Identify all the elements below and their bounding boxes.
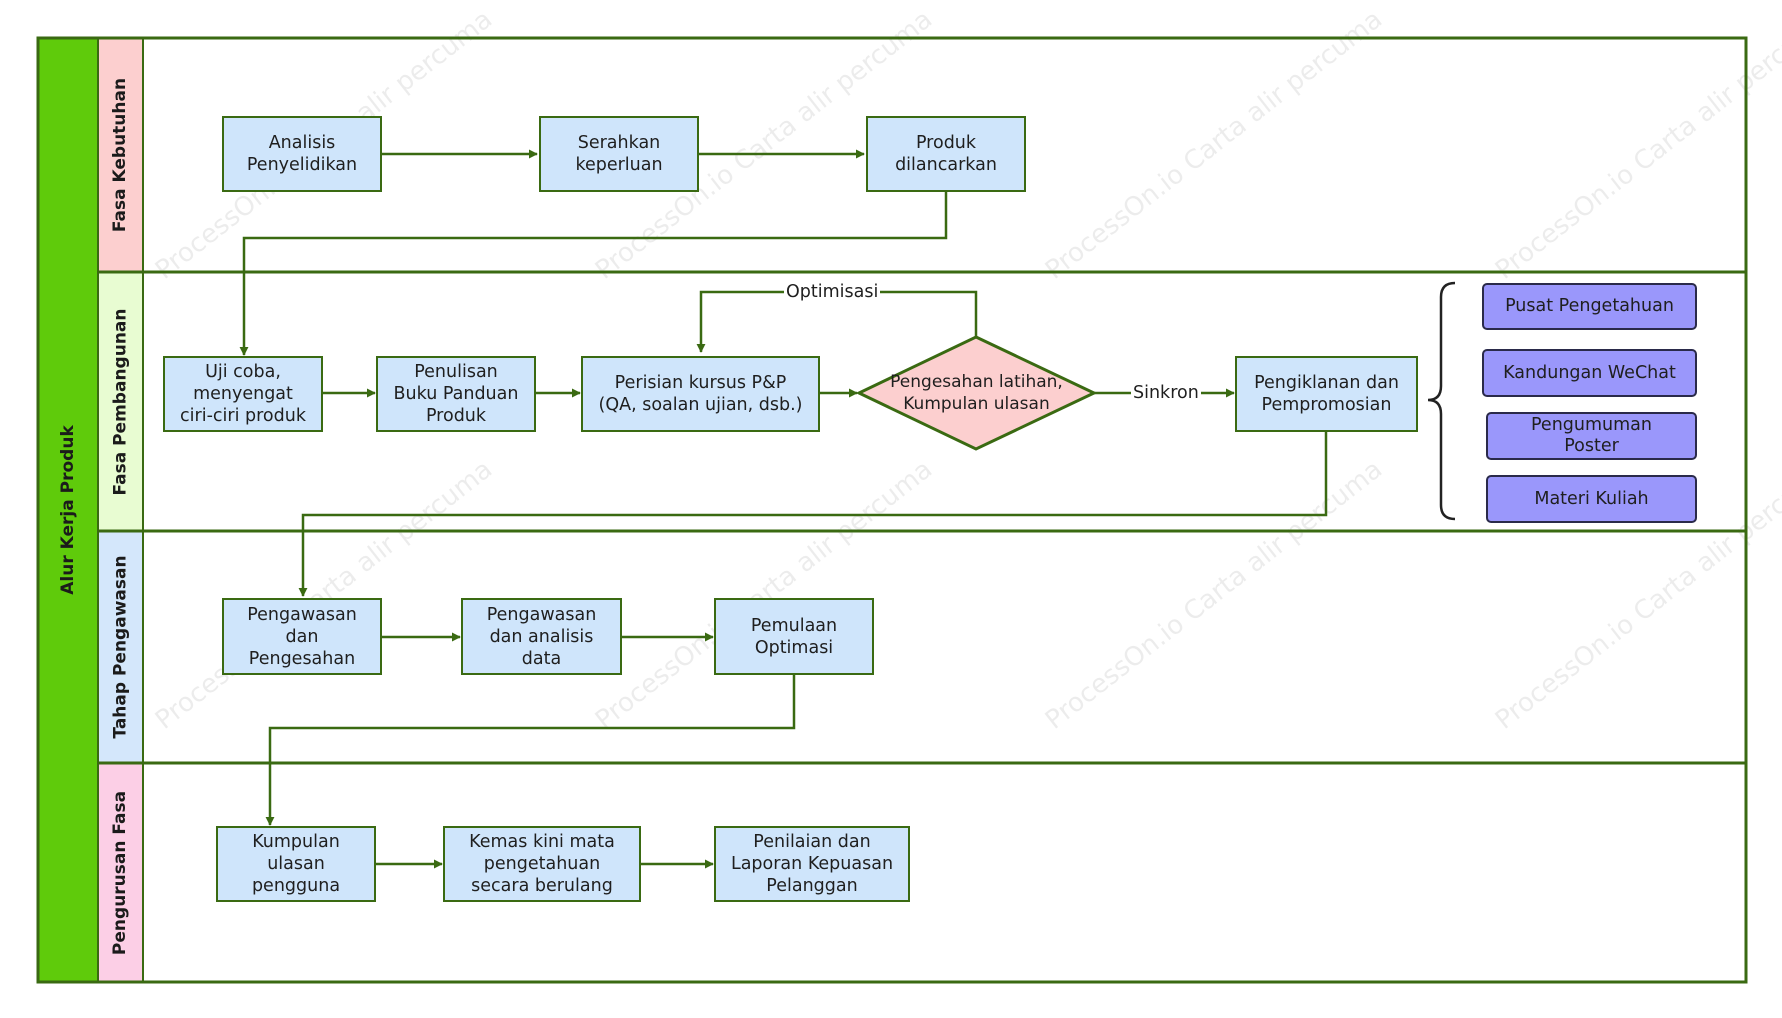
pool-title: Alur Kerja Produk xyxy=(58,425,78,595)
lane-header-1 xyxy=(97,37,144,273)
node-pemulaan-optimasi[interactable]: Pemulaan Optimasi xyxy=(714,598,874,675)
node-kumpulan-ulasan-pengguna[interactable]: Kumpulan ulasan pengguna xyxy=(216,826,376,902)
node-pengawasan-pengesahan[interactable]: Pengawasan dan Pengesahan xyxy=(222,598,382,675)
channel-kandungan-wechat[interactable]: Kandungan WeChat xyxy=(1482,349,1697,397)
node-serahkan-keperluan[interactable]: Serahkan keperluan xyxy=(539,116,699,192)
node-produk-dilancarkan[interactable]: Produk dilancarkan xyxy=(866,116,1026,192)
node-uji-coba[interactable]: Uji coba, menyengat ciri-ciri produk xyxy=(163,356,323,432)
edge-label-sinkron: Sinkron xyxy=(1131,382,1201,404)
connector-arrow xyxy=(265,675,796,826)
channel-materi-kuliah[interactable]: Materi Kuliah xyxy=(1486,475,1697,523)
node-kemas-kini[interactable]: Kemas kini mata pengetahuan secara berul… xyxy=(443,826,641,902)
lane-label-kebutuhan: Fasa Kebutuhan xyxy=(110,77,131,233)
node-pengawasan-analisis-data[interactable]: Pengawasan dan analisis data xyxy=(461,598,622,675)
lane-label-pengurusan: Pengurusan Fasa xyxy=(110,790,131,955)
edge-label-optimisasi: Optimisasi xyxy=(784,281,881,303)
decision-pengesahan-latihan[interactable]: Pengesahan latihan, Kumpulan ulasan xyxy=(890,372,1063,414)
lane-label-pengawasan: Tahap Pengawasan xyxy=(110,555,131,739)
node-penilaian-laporan[interactable]: Penilaian dan Laporan Kepuasan Pelanggan xyxy=(714,826,910,902)
pool-title-band xyxy=(37,37,99,983)
node-pengiklanan[interactable]: Pengiklanan dan Pempromosian xyxy=(1235,356,1418,432)
channel-pengumuman-poster[interactable]: Pengumuman Poster xyxy=(1486,412,1697,460)
brace-shape xyxy=(1427,281,1456,521)
connector-arrow xyxy=(298,430,1328,597)
lane-label-pembangunan: Fasa Pembangunan xyxy=(110,308,131,495)
pool-border xyxy=(36,36,1748,984)
node-perisian-kursus[interactable]: Perisian kursus P&P (QA, soalan ujian, d… xyxy=(581,356,820,432)
node-penulisan-buku-panduan[interactable]: Penulisan Buku Panduan Produk xyxy=(376,356,536,432)
lane-header-3 xyxy=(97,530,144,764)
decision-shape xyxy=(855,335,1098,451)
node-analisis-penyelidikan[interactable]: Analisis Penyelidikan xyxy=(222,116,382,192)
connector-arrow xyxy=(239,192,948,356)
channel-pusat-pengetahuan[interactable]: Pusat Pengetahuan xyxy=(1482,283,1697,330)
